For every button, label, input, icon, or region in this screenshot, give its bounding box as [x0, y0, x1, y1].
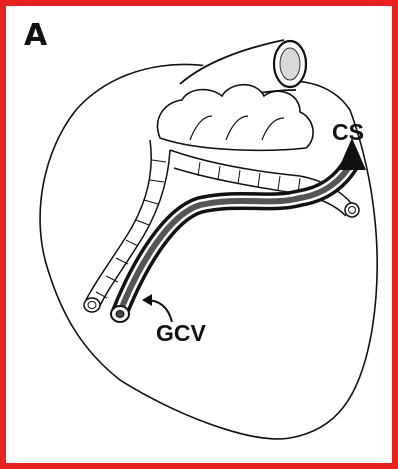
atrial-lobes — [158, 85, 314, 151]
panel-label: A — [24, 18, 47, 53]
label-great-cardiac-vein: GCV — [156, 320, 206, 347]
label-coronary-sinus: CS — [332, 119, 364, 146]
heart-diagram — [6, 6, 392, 463]
great-cardiac-vein — [111, 138, 366, 322]
